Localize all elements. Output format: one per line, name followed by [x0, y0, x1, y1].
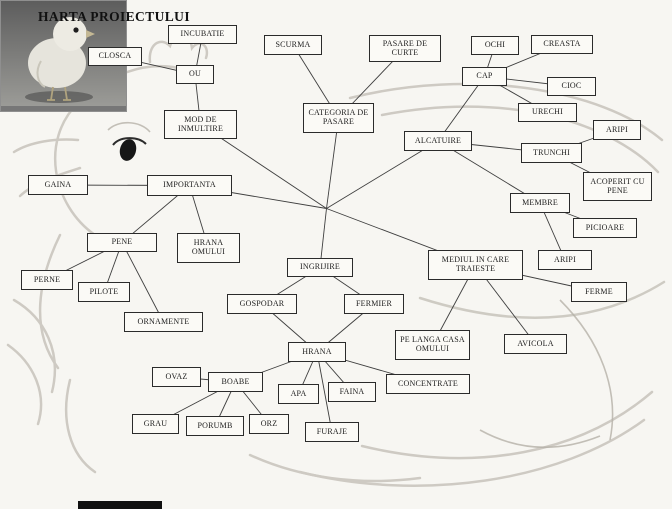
node-mod-inmultire: MOD DE INMULTIRE	[164, 110, 237, 139]
node-label: OVAZ	[165, 371, 188, 381]
edge-hrana-furaje	[316, 351, 333, 433]
node-apa: APA	[278, 384, 319, 404]
node-closca: CLOSCA	[88, 47, 142, 66]
node-orz: ORZ	[249, 414, 289, 434]
node-gaina: GAINA	[28, 175, 88, 195]
node-label: PE LANGA CASA OMULUI	[400, 335, 465, 353]
node-hrana: HRANA	[288, 342, 346, 362]
node-categoria: CATEGORIA DE PASARE	[303, 103, 374, 133]
node-label: ARIPI	[606, 124, 628, 134]
edge-alcatuire-cap	[437, 76, 485, 142]
node-pene: PENE	[87, 233, 157, 252]
node-perne: PERNE	[21, 270, 73, 290]
node-label: INGRIJIRE	[299, 262, 341, 272]
node-pe-langa: PE LANGA CASA OMULUI	[395, 330, 470, 360]
node-pilote: PILOTE	[78, 282, 130, 302]
node-label: PICIOARE	[585, 222, 625, 232]
edge-alcatuire-membre	[437, 140, 541, 204]
node-label: GAINA	[44, 179, 72, 189]
node-label: FERMIER	[355, 298, 393, 308]
node-importanta: IMPORTANTA	[147, 175, 232, 196]
node-label: FURAJE	[316, 426, 348, 436]
node-label: AVICOLA	[517, 338, 554, 348]
node-scurma: SCURMA	[264, 35, 322, 55]
node-label: GRAU	[143, 418, 168, 428]
node-ornamente: ORNAMENTE	[124, 312, 203, 332]
node-label: PERNE	[33, 274, 61, 284]
node-acoperit-pene: ACOPERIT CU PENE	[583, 172, 652, 201]
hen-eye-icon	[112, 137, 147, 161]
node-label: MOD DE INMULTIRE	[177, 114, 224, 133]
node-ingrijire: INGRIJIRE	[287, 258, 353, 277]
node-ovaz: OVAZ	[152, 367, 201, 387]
node-furaje: FURAJE	[305, 422, 359, 442]
node-label: APA	[290, 388, 307, 398]
node-label: FAINA	[339, 386, 365, 396]
node-pasare-curte: PASARE DE CURTE	[369, 35, 441, 62]
node-grau: GRAU	[132, 414, 179, 434]
node-label: HRANA	[302, 346, 332, 356]
node-label: ORNAMENTE	[137, 316, 190, 326]
node-label: OCHI	[484, 40, 506, 50]
node-creasta: CREASTA	[531, 35, 593, 54]
node-picioare: PICIOARE	[573, 218, 637, 238]
node-faina: FAINA	[328, 382, 376, 402]
node-label: CIOC	[561, 81, 582, 91]
node-aripi-jos: ARIPI	[538, 250, 592, 270]
node-urechi: URECHI	[518, 103, 577, 122]
node-label: GOSPODAR	[239, 298, 285, 308]
edge-categoria-photo	[326, 117, 339, 209]
node-label: TRUNCHI	[533, 147, 570, 157]
node-label: HRANA OMULUI	[191, 238, 226, 256]
scan-artifact	[78, 501, 162, 509]
node-label: ACOPERIT CU PENE	[590, 176, 645, 195]
node-boabe: BOABE	[208, 372, 263, 392]
node-label: ALCATUIRE	[414, 135, 462, 145]
node-cap: CAP	[462, 67, 507, 86]
node-ochi: OCHI	[471, 36, 519, 55]
edge-pene-ornamente	[121, 242, 164, 323]
node-label: CREASTA	[543, 39, 581, 49]
node-label: MEMBRE	[522, 197, 558, 207]
node-cioc: CIOC	[547, 77, 596, 96]
node-label: CATEGORIA DE PASARE	[308, 108, 369, 126]
node-gospodar: GOSPODAR	[227, 294, 297, 314]
node-incubatie: INCUBATIE	[168, 25, 237, 44]
node-label: IMPORTANTA	[163, 180, 216, 190]
node-label: PASARE DE CURTE	[382, 38, 428, 57]
node-label: PORUMB	[197, 420, 233, 430]
node-label: INCUBATIE	[180, 29, 225, 39]
node-ou: OU	[176, 65, 214, 84]
node-label: CONCENTRATE	[398, 378, 458, 388]
node-membre: MEMBRE	[510, 193, 570, 213]
edge-alcatuire-photo	[326, 140, 439, 209]
node-avicola: AVICOLA	[504, 334, 567, 354]
node-ferme: FERME	[571, 282, 627, 302]
node-label: PILOTE	[89, 286, 119, 296]
chick-photo-image	[1, 1, 126, 106]
node-mediul: MEDIUL IN CARE TRAIESTE	[428, 250, 523, 280]
node-label: OU	[189, 69, 201, 79]
edge-ingrijire-photo	[319, 208, 327, 268]
node-label: BOABE	[221, 376, 250, 386]
node-concentrate: CONCENTRATE	[386, 374, 470, 394]
node-label: SCURMA	[275, 39, 311, 49]
node-trunchi: TRUNCHI	[521, 143, 582, 163]
node-label: URECHI	[532, 107, 563, 117]
node-label: CAP	[476, 71, 493, 81]
node-label: ARIPI	[554, 254, 576, 264]
node-label: MEDIUL IN CARE TRAIESTE	[441, 255, 510, 273]
node-aripi-sus: ARIPI	[593, 120, 641, 140]
node-hrana-omului: HRANA OMULUI	[177, 233, 240, 263]
node-porumb: PORUMB	[186, 416, 244, 436]
node-label: FERME	[585, 286, 613, 296]
node-label: ORZ	[260, 418, 278, 428]
node-fermier: FERMIER	[344, 294, 404, 314]
node-label: CLOSCA	[98, 51, 132, 61]
node-alcatuire: ALCATUIRE	[404, 131, 472, 151]
page-title: HARTA PROIECTULUI	[38, 9, 190, 24]
node-label: PENE	[111, 237, 133, 247]
